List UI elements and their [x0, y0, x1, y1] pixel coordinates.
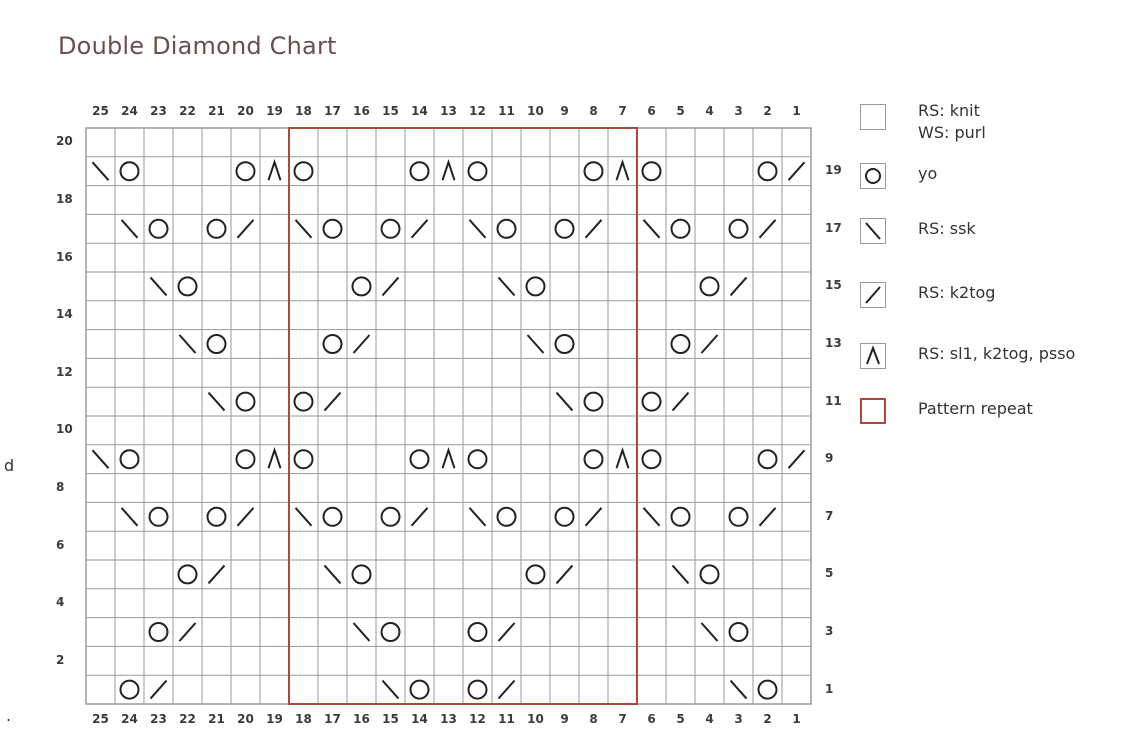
legend-label: RS: knit [918, 100, 986, 122]
row-number-left: 16 [56, 250, 73, 264]
column-number-top: 17 [319, 104, 347, 118]
column-number-top: 2 [754, 104, 782, 118]
column-number-bottom: 11 [493, 712, 521, 726]
column-number-bottom: 12 [464, 712, 492, 726]
column-number-top: 23 [145, 104, 173, 118]
column-number-bottom: 3 [725, 712, 753, 726]
column-number-bottom: 7 [609, 712, 637, 726]
row-number-left: 6 [56, 538, 64, 552]
column-number-bottom: 1 [783, 712, 811, 726]
column-number-bottom: 19 [261, 712, 289, 726]
column-number-top: 20 [232, 104, 260, 118]
column-number-bottom: 20 [232, 712, 260, 726]
column-number-bottom: 10 [522, 712, 550, 726]
row-number-left: 12 [56, 365, 73, 379]
column-number-top: 18 [290, 104, 318, 118]
column-number-bottom: 18 [290, 712, 318, 726]
row-number-left: 8 [56, 480, 64, 494]
column-number-bottom: 16 [348, 712, 376, 726]
column-number-bottom: 25 [87, 712, 115, 726]
legend-item-k2tog: RS: k2tog [860, 282, 995, 308]
row-number-left: 2 [56, 653, 64, 667]
column-number-bottom: 21 [203, 712, 231, 726]
column-number-top: 16 [348, 104, 376, 118]
column-number-top: 14 [406, 104, 434, 118]
row-number-right: 17 [825, 221, 842, 235]
column-number-bottom: 8 [580, 712, 608, 726]
legend-label: RS: ssk [918, 218, 976, 240]
legend-item-ssk: RS: ssk [860, 218, 976, 244]
row-number-left: 10 [56, 422, 73, 436]
legend-label: RS: sl1, k2tog, psso [918, 343, 1075, 365]
column-number-top: 21 [203, 104, 231, 118]
column-number-bottom: 9 [551, 712, 579, 726]
column-number-bottom: 15 [377, 712, 405, 726]
column-number-top: 9 [551, 104, 579, 118]
column-number-bottom: 13 [435, 712, 463, 726]
sk2p-icon [860, 343, 886, 369]
column-number-bottom: 5 [667, 712, 695, 726]
column-number-top: 6 [638, 104, 666, 118]
legend-label: yo [918, 163, 937, 185]
column-number-bottom: 24 [116, 712, 144, 726]
column-number-top: 5 [667, 104, 695, 118]
column-number-top: 7 [609, 104, 637, 118]
legend-label: Pattern repeat [918, 398, 1033, 420]
row-number-right: 11 [825, 394, 842, 408]
row-number-right: 15 [825, 278, 842, 292]
legend-item-knit: RS: knitWS: purl [860, 104, 986, 144]
row-number-right: 13 [825, 336, 842, 350]
row-number-right: 9 [825, 451, 833, 465]
column-number-bottom: 17 [319, 712, 347, 726]
column-number-top: 19 [261, 104, 289, 118]
column-number-top: 1 [783, 104, 811, 118]
yo-icon [860, 163, 886, 189]
row-number-left: 4 [56, 595, 64, 609]
row-number-right: 5 [825, 566, 833, 580]
column-number-top: 22 [174, 104, 202, 118]
k2tog-icon [860, 282, 886, 308]
column-number-top: 10 [522, 104, 550, 118]
row-number-right: 19 [825, 163, 842, 177]
column-number-top: 25 [87, 104, 115, 118]
column-number-bottom: 14 [406, 712, 434, 726]
row-number-right: 1 [825, 682, 833, 696]
column-number-top: 15 [377, 104, 405, 118]
legend-label: RS: k2tog [918, 282, 995, 304]
repeat-icon [860, 398, 886, 424]
column-number-bottom: 23 [145, 712, 173, 726]
column-number-top: 11 [493, 104, 521, 118]
column-number-top: 13 [435, 104, 463, 118]
column-number-bottom: 4 [696, 712, 724, 726]
stray-mark: . [6, 706, 11, 725]
legend-item-sk2p: RS: sl1, k2tog, psso [860, 343, 1075, 369]
column-number-top: 8 [580, 104, 608, 118]
knit-icon [860, 104, 886, 130]
column-number-top: 24 [116, 104, 144, 118]
row-number-left: 14 [56, 307, 73, 321]
legend-label: WS: purl [918, 122, 986, 144]
legend-item-yo: yo [860, 163, 937, 189]
row-number-right: 3 [825, 624, 833, 638]
column-number-top: 4 [696, 104, 724, 118]
column-number-bottom: 2 [754, 712, 782, 726]
row-number-left: 18 [56, 192, 73, 206]
row-number-right: 7 [825, 509, 833, 523]
column-number-bottom: 6 [638, 712, 666, 726]
column-number-top: 12 [464, 104, 492, 118]
stray-mark: d [4, 456, 14, 475]
column-number-bottom: 22 [174, 712, 202, 726]
row-number-left: 20 [56, 134, 73, 148]
legend-item-repeat: Pattern repeat [860, 398, 1033, 424]
ssk-icon [860, 218, 886, 244]
column-number-top: 3 [725, 104, 753, 118]
